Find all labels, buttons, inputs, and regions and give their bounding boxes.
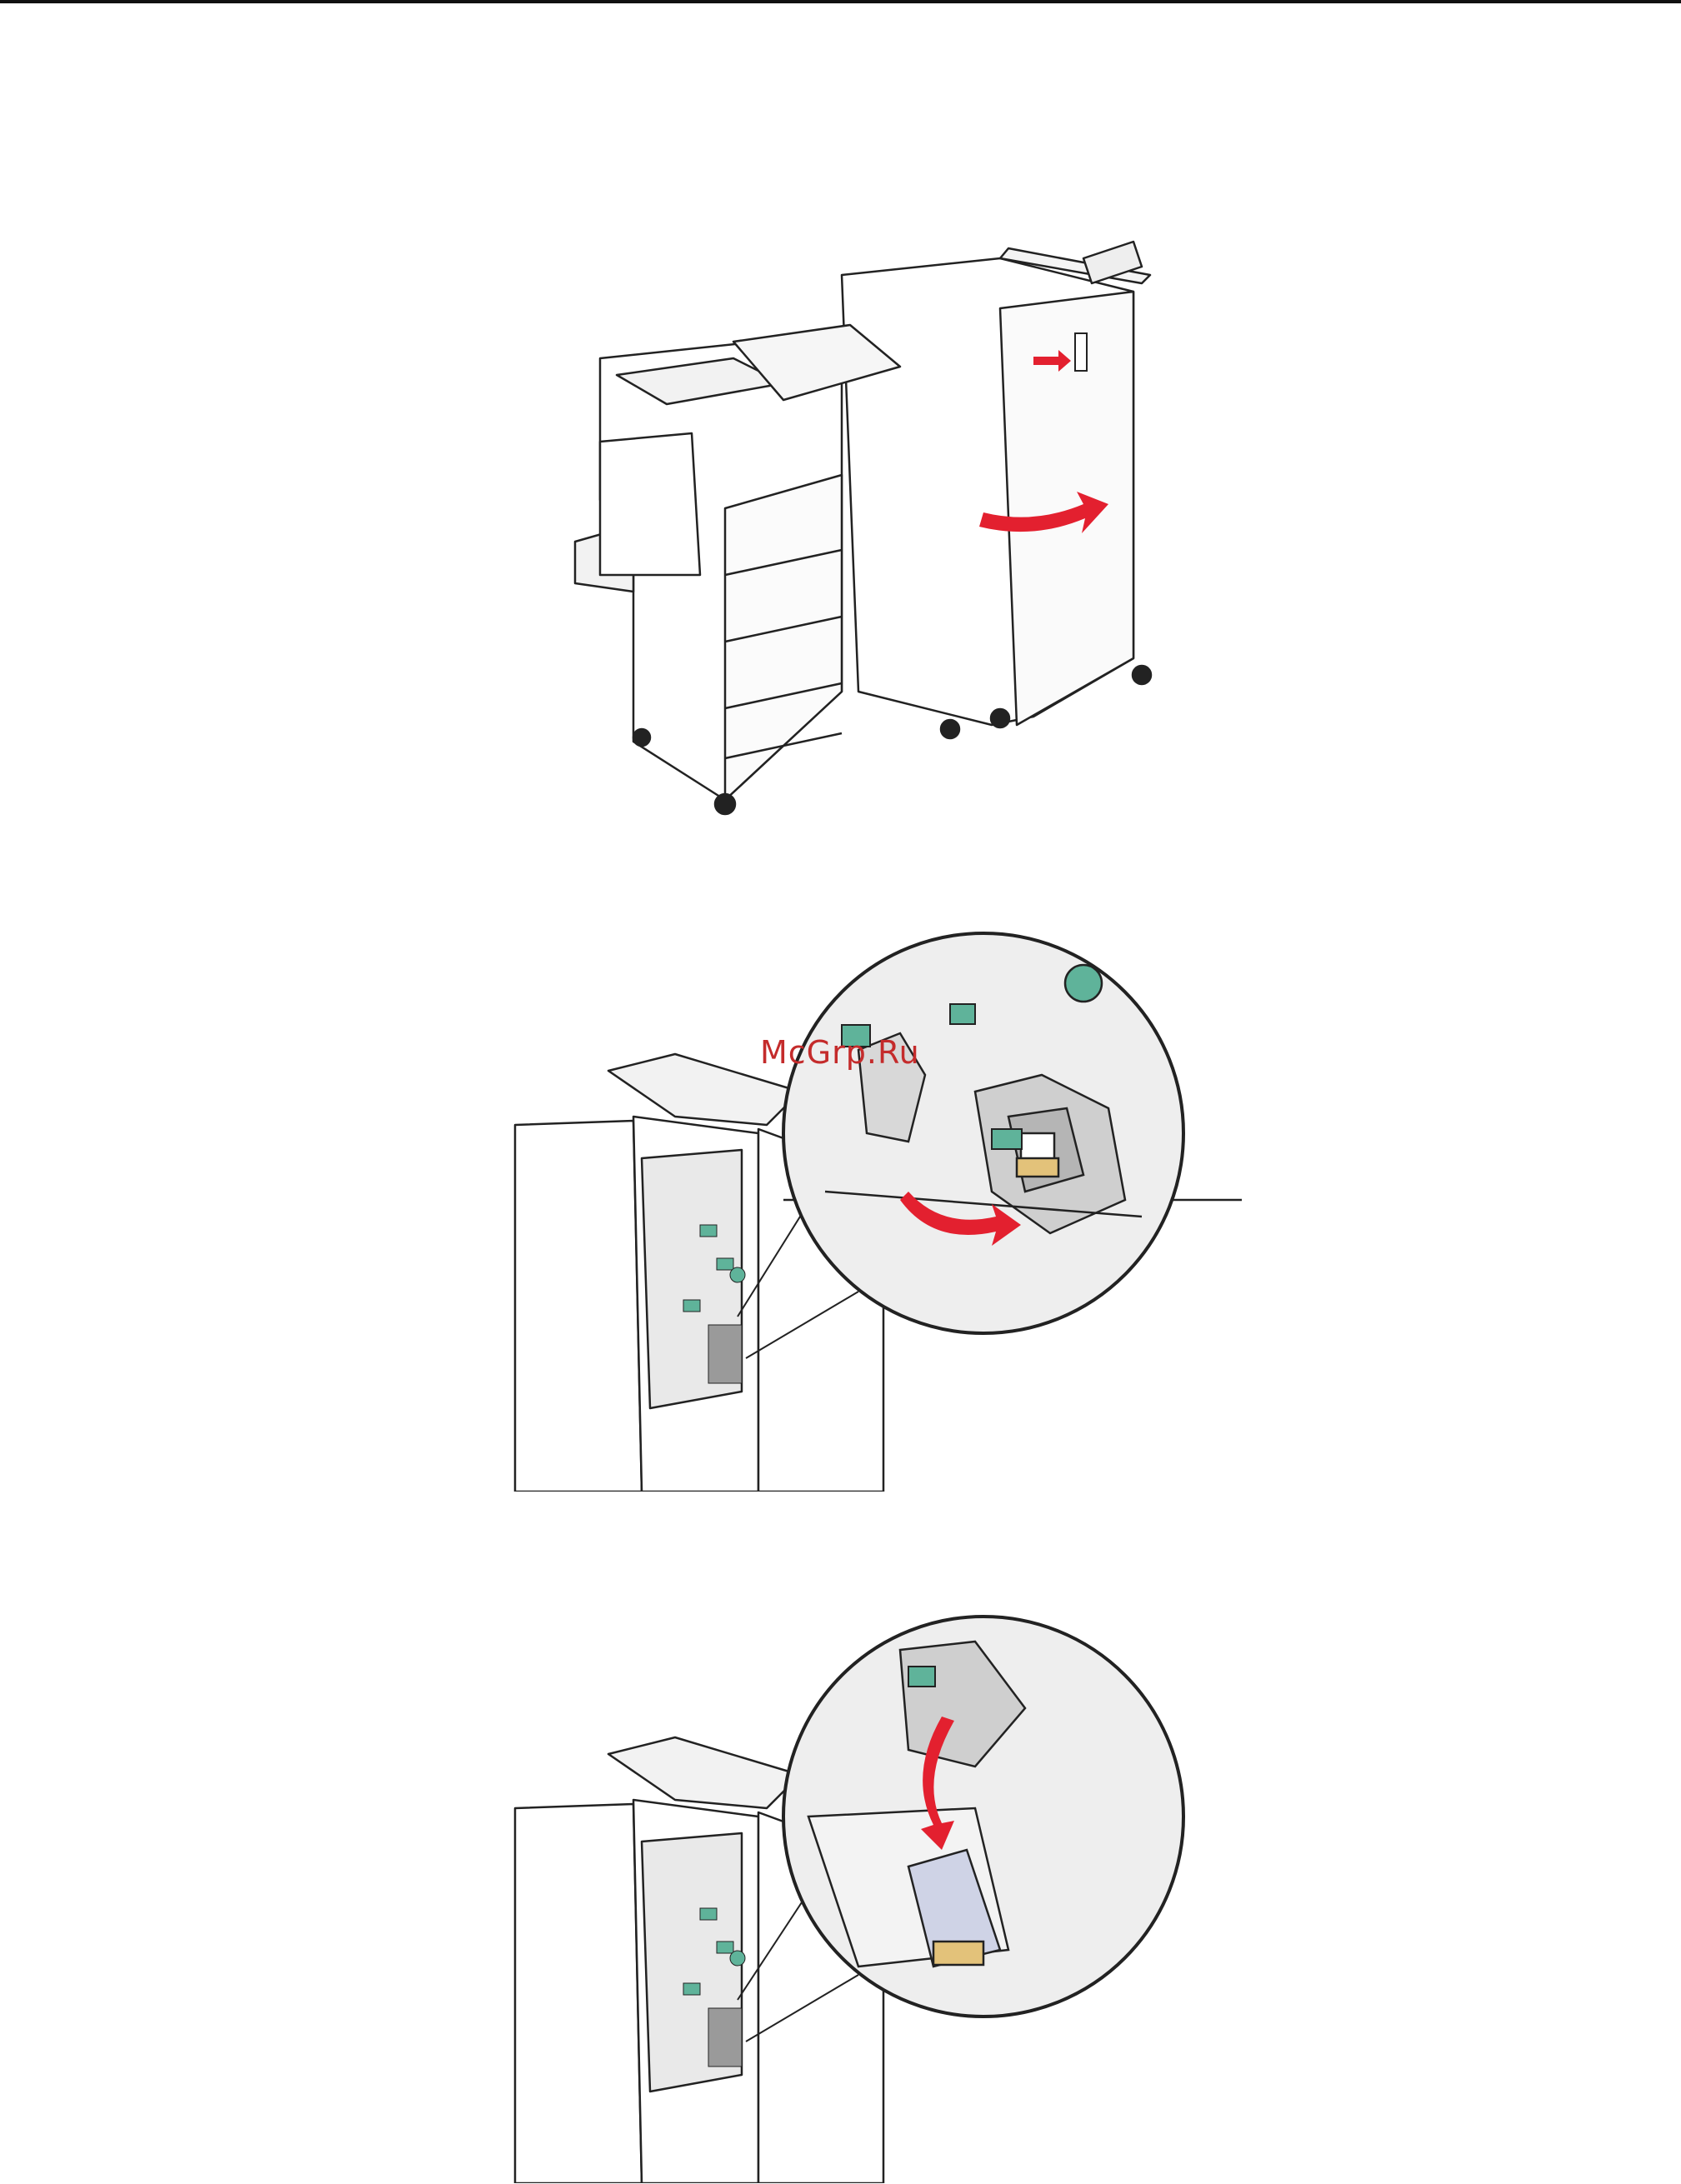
staple-cartridge-remove-illustration — [508, 1600, 1242, 2183]
watermark-text: McGrp.Ru — [760, 1034, 920, 1071]
staple-cartridge-open-illustration — [508, 925, 1242, 1492]
printer-finisher-illustration — [567, 225, 1183, 833]
top-rule — [0, 0, 1681, 3]
